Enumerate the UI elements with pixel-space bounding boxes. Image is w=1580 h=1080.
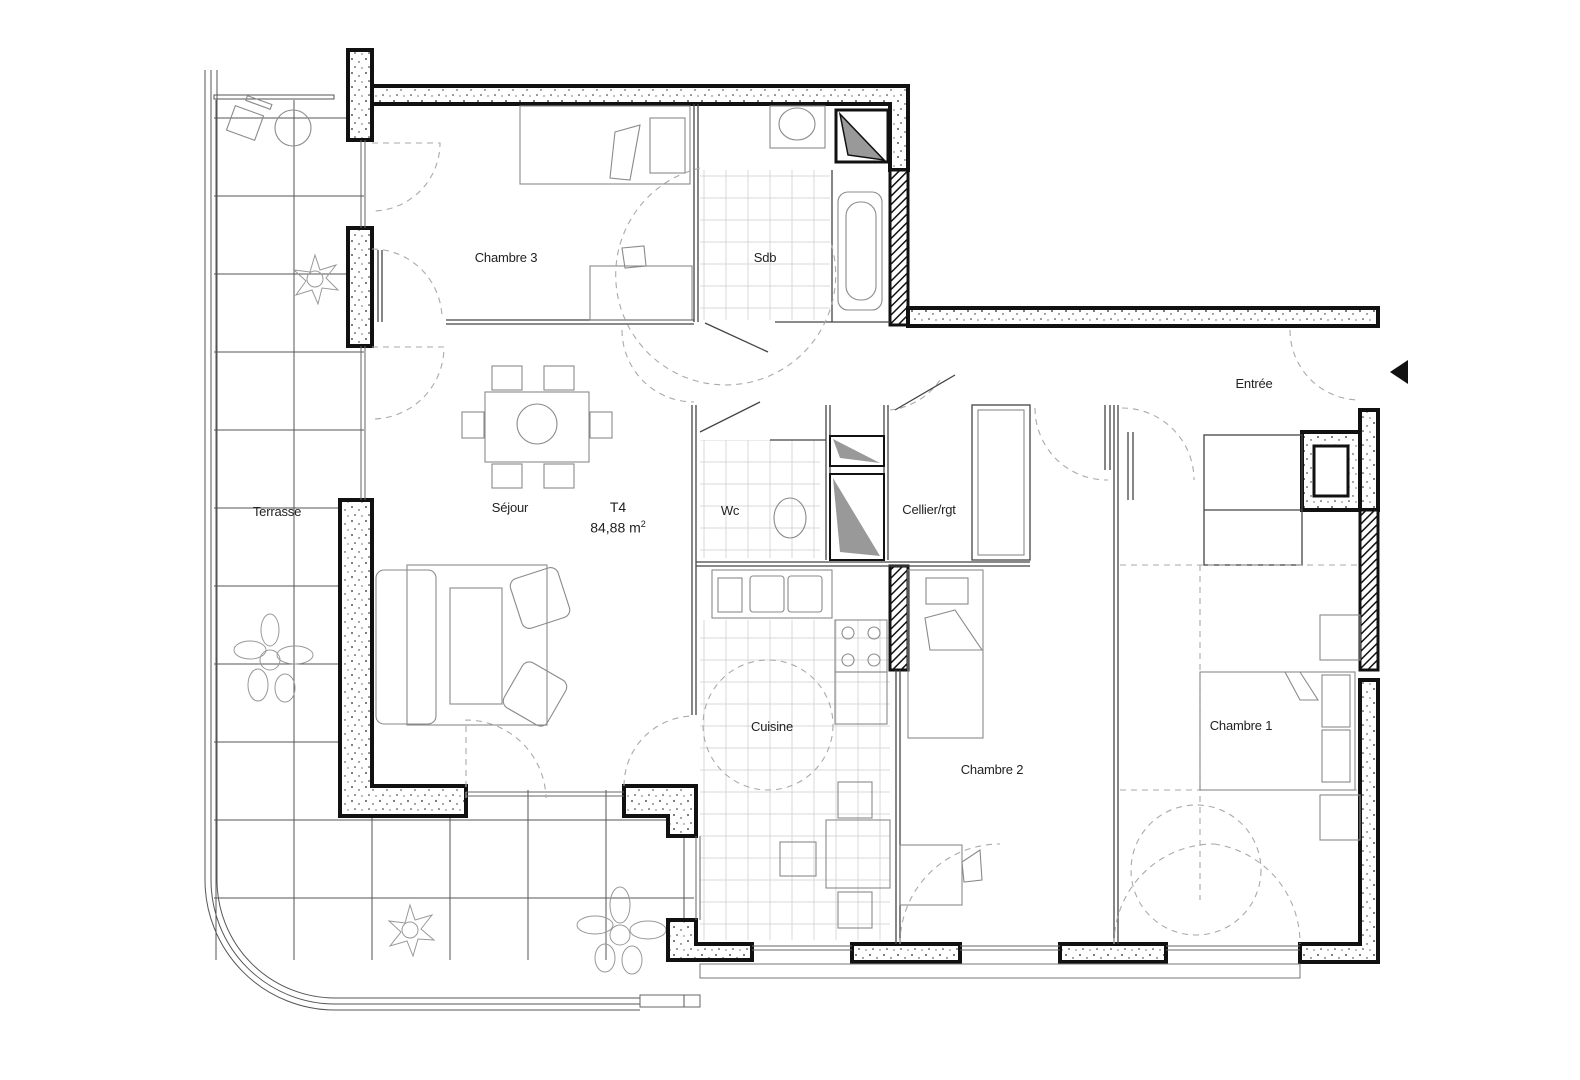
- entrance-arrow-icon: [1390, 360, 1408, 384]
- kitchen-tile-floor: [700, 620, 890, 940]
- windows: [360, 140, 1301, 979]
- bed-chambre3: [519, 105, 691, 185]
- unit-type: T4: [609, 499, 627, 515]
- plant-icon: [233, 613, 314, 703]
- door-swings: [371, 142, 1361, 945]
- door-leaves: [377, 250, 1134, 500]
- plant-icon: [576, 886, 667, 975]
- unit-area: 84,88 m2: [590, 519, 646, 536]
- plant-icon: [387, 903, 436, 958]
- exterior-walls: [338, 48, 1380, 964]
- interior-partitions: [446, 104, 1303, 944]
- wc-tile-floor: [700, 440, 820, 558]
- plant-icon: [292, 253, 340, 306]
- technical-shafts: [829, 108, 890, 561]
- unit-summary: T4 84,88 m2: [590, 499, 646, 537]
- room-label-wc: Wc: [720, 503, 740, 518]
- terrace-table-icon: [274, 109, 312, 147]
- room-label-terrasse: Terrasse: [252, 504, 302, 519]
- room-label-cellier: Cellier/rgt: [902, 502, 956, 517]
- room-label-entree: Entrée: [1235, 376, 1273, 391]
- room-label-chambre1: Chambre 1: [1209, 718, 1273, 733]
- terrace: [204, 70, 701, 1011]
- terrace-chair-icon: [225, 94, 273, 142]
- room-label-sejour: Séjour: [491, 500, 529, 515]
- furniture: [375, 105, 1361, 929]
- room-label-chambre3: Chambre 3: [474, 250, 538, 265]
- sdb-tile-floor: [700, 170, 830, 320]
- room-label-cuisine: Cuisine: [751, 719, 793, 734]
- room-label-sdb: Sdb: [753, 250, 777, 265]
- room-label-chambre2: Chambre 2: [960, 762, 1024, 777]
